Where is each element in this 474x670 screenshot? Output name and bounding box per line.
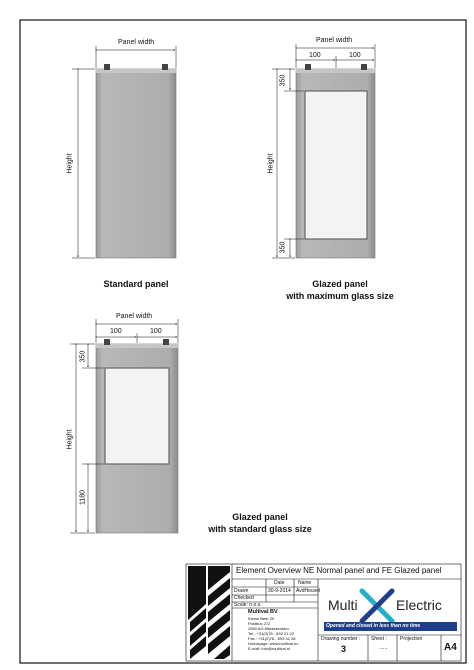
standard-panel-drawing	[72, 46, 177, 259]
address-line-5: Fax.: +31(0)78 - 693 42 28	[248, 636, 296, 641]
header-name: Name	[298, 580, 312, 586]
brand-left: Multi	[328, 597, 358, 613]
glazed-std-panel-drawing	[70, 319, 179, 534]
scale: Scale: n.o.s.	[234, 602, 262, 608]
address-line-1: Kleine Beer 20	[248, 616, 275, 621]
slogan-bar	[324, 622, 457, 631]
header-date: Date	[274, 580, 285, 586]
drawing-number: 3	[341, 644, 347, 654]
dim-350-top-2: 350	[279, 74, 287, 87]
hinge-pin-right	[162, 64, 168, 70]
sheet-label: Sheet :	[371, 636, 387, 642]
drawing-number-label: Drawing number :	[321, 636, 361, 642]
address-line-4: Tel.: +31(0)78 - 692 21 22	[248, 631, 294, 636]
glass-std	[104, 367, 170, 465]
glazed-max-panel-drawing	[272, 44, 376, 259]
height-label-3: Height	[66, 429, 74, 450]
caption-glazed-max-2: with maximum glass size	[286, 291, 394, 301]
height-label-1: Height	[66, 153, 74, 174]
address-line-3: 2950 AG Alblasserdam	[248, 626, 289, 631]
address-line-7: E-mail: info@multival.nl	[248, 646, 290, 651]
panel-width-label-3: Panel width	[116, 313, 153, 320]
multival-logo	[188, 566, 230, 659]
standard-panel-body	[95, 68, 177, 259]
panel-width-label-2: Panel width	[316, 37, 353, 44]
company-name: Multival BV	[248, 609, 278, 615]
caption-standard: Standard panel	[103, 279, 169, 289]
sheet-border	[19, 19, 467, 664]
dim-350-bottom-2: 350	[279, 241, 287, 254]
glass-max	[304, 90, 368, 240]
paper-size: A4	[444, 642, 457, 653]
title-block-frame	[185, 563, 462, 662]
dim-1180: 1180	[79, 489, 87, 506]
dim-100-a: 100	[309, 52, 321, 59]
drawn-date: 30-9-2014	[268, 588, 291, 594]
brand-right: Electric	[396, 597, 442, 613]
row-checked: Checked	[234, 595, 254, 601]
address-line-2: Postbus 272	[248, 621, 271, 626]
drawn-name: AvdHeuvel	[296, 588, 321, 594]
projection-label: Projection	[400, 636, 423, 642]
brand-slogan: Opened and closed in less than no time	[326, 623, 421, 629]
multi-electric-x-icon	[359, 588, 395, 624]
caption-glazed-std-2: with standard glass size	[208, 524, 312, 534]
drawing-title: Element Overview NE Normal panel and FE …	[236, 566, 442, 575]
caption-glazed-max-1: Glazed panel	[312, 279, 368, 289]
dim-350-3: 350	[79, 350, 87, 363]
caption-glazed-std-1: Glazed panel	[232, 512, 288, 522]
panel-width-label-1: Panel width	[118, 39, 155, 46]
height-label-2: Height	[267, 153, 275, 174]
hinge-pin-left	[104, 64, 110, 70]
dim-100-c: 100	[110, 328, 122, 335]
sheet-value: ......	[379, 645, 388, 651]
dim-100-b: 100	[349, 52, 361, 59]
row-drawn: Drawn	[234, 588, 249, 594]
dim-100-d: 100	[150, 328, 162, 335]
address-line-6: Homepage: www.multival.eu	[248, 641, 299, 646]
